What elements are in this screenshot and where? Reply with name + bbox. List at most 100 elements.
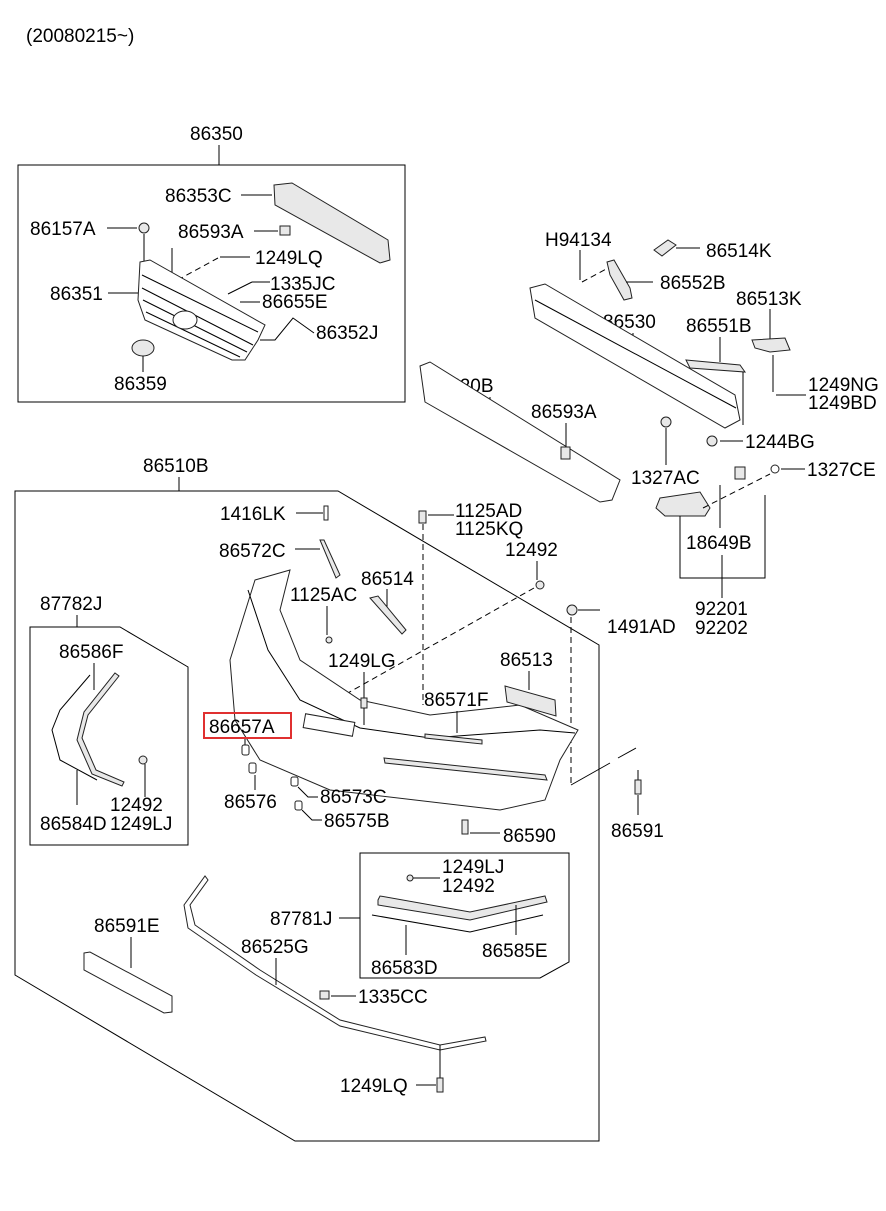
molding-shape — [377, 895, 548, 921]
bracket-shape — [751, 337, 791, 353]
lower-grille-strip-shape — [383, 757, 548, 781]
part-label-86586F[interactable]: 86586F — [59, 642, 123, 663]
emblem-shape — [131, 339, 155, 357]
part-label-1249LG[interactable]: 1249LG — [328, 651, 396, 672]
part-label-86352J[interactable]: 86352J — [316, 323, 378, 344]
part-label-86657A[interactable]: 86657A — [209, 717, 275, 738]
part-label-86513[interactable]: 86513 — [500, 650, 553, 671]
part-label-1249BD[interactable]: 1249BD — [808, 393, 877, 414]
part-label-86514[interactable]: 86514 — [361, 569, 414, 590]
bumper-cover-shape — [229, 569, 579, 811]
part-label-87782J[interactable]: 87782J — [40, 594, 102, 615]
side-molding-lh-box — [29, 626, 189, 846]
beam-edge — [534, 299, 737, 409]
part-label-86576[interactable]: 86576 — [224, 792, 277, 813]
part-label-1335CC[interactable]: 1335CC — [358, 987, 428, 1008]
part-label-1244BG[interactable]: 1244BG — [745, 432, 815, 453]
part-label-12492-lh[interactable]: 12492 — [110, 795, 163, 816]
part-label-86591[interactable]: 86591 — [611, 821, 664, 842]
part-label-92201[interactable]: 92201 — [695, 599, 748, 620]
part-label-86572C[interactable]: 86572C — [219, 541, 286, 562]
part-label-86584D[interactable]: 86584D — [40, 814, 107, 835]
bumper-contour — [247, 589, 576, 739]
part-label-86575B[interactable]: 86575B — [324, 811, 390, 832]
screw-shape — [634, 779, 642, 795]
part-label-86655E[interactable]: 86655E — [262, 292, 328, 313]
part-label-1125AD[interactable]: 1125AD — [455, 501, 522, 522]
part-label-86593A-top[interactable]: 86593A — [178, 222, 244, 243]
part-label-1125AC[interactable]: 1125AC — [290, 585, 357, 606]
plug-shape — [248, 762, 257, 774]
part-label-86593A-mid[interactable]: 86593A — [531, 402, 597, 423]
part-label-86351[interactable]: 86351 — [50, 284, 103, 305]
lower-lip-shape — [183, 875, 487, 1051]
part-label-12492-rh[interactable]: 12492 — [442, 876, 495, 897]
part-label-86514K[interactable]: 86514K — [706, 241, 772, 262]
plug-shape — [290, 776, 299, 787]
part-label-1249LQ-bot[interactable]: 1249LQ — [340, 1076, 408, 1097]
part-label-86513K[interactable]: 86513K — [736, 289, 802, 310]
molding-shape — [76, 672, 125, 787]
part-label-86525G[interactable]: 86525G — [241, 937, 309, 958]
part-label-86510B[interactable]: 86510B — [143, 456, 209, 477]
screw-shape — [461, 819, 469, 835]
part-label-1125KQ[interactable]: 1125KQ — [455, 519, 523, 540]
bumper-group-box — [14, 490, 600, 1142]
beam-bracket-shape — [606, 259, 633, 301]
date-code: (20080215~) — [26, 26, 134, 47]
grille-group-box — [17, 164, 406, 403]
part-label-86590[interactable]: 86590 — [503, 826, 556, 847]
part-label-86573C[interactable]: 86573C — [320, 787, 387, 808]
part-label-86359[interactable]: 86359 — [114, 374, 167, 395]
bolt-shape — [360, 697, 368, 709]
part-label-1491AD[interactable]: 1491AD — [607, 617, 676, 638]
part-label-86583D[interactable]: 86583D — [371, 958, 438, 979]
part-label-86585E[interactable]: 86585E — [482, 941, 548, 962]
grille-upper-bracket-shape — [273, 182, 391, 264]
clip-shape — [319, 990, 330, 1000]
stay-shape — [685, 359, 747, 373]
part-label-86551B[interactable]: 86551B — [686, 316, 752, 337]
part-label-86591E[interactable]: 86591E — [94, 916, 160, 937]
part-label-92202[interactable]: 92202 — [695, 618, 748, 639]
screw-shape — [406, 874, 414, 882]
nut-shape — [660, 416, 672, 428]
part-label-1416LK[interactable]: 1416LK — [220, 504, 286, 525]
plug-shape — [294, 800, 303, 811]
bracket-shape — [504, 685, 557, 717]
molding-shape — [371, 914, 544, 933]
part-label-86157A[interactable]: 86157A — [30, 219, 96, 240]
bolt-shape — [706, 435, 718, 447]
part-label-86350[interactable]: 86350 — [190, 124, 243, 145]
part-label-1249NG[interactable]: 1249NG — [808, 375, 879, 396]
part-label-H94134[interactable]: H94134 — [545, 230, 612, 251]
part-label-86552B[interactable]: 86552B — [660, 273, 726, 294]
fog-lamp-group: 18649B 92201 92202 — [655, 466, 771, 639]
leader-line — [570, 747, 637, 786]
energy-absorber-shape — [419, 361, 621, 503]
part-label-1327AC[interactable]: 1327AC — [631, 468, 700, 489]
part-label-18649B[interactable]: 18649B — [686, 533, 752, 554]
grille-assembly-group: 86350 86353C 86157A 86593A 1249LQ 86351 … — [17, 124, 406, 403]
grille-strip-shape — [424, 733, 483, 745]
spring-nut-shape — [279, 225, 291, 236]
fog-lamp-socket-shape — [734, 466, 746, 480]
part-label-86353C[interactable]: 86353C — [165, 186, 232, 207]
screw-shape — [138, 755, 148, 765]
side-molding-rh-box — [359, 852, 570, 979]
part-label-1327CE[interactable]: 1327CE — [807, 460, 876, 481]
leader-line — [297, 786, 318, 798]
bracket-shape — [653, 239, 677, 257]
part-label-86571F[interactable]: 86571F — [424, 690, 488, 711]
part-label-12492-mid[interactable]: 12492 — [505, 540, 558, 561]
front-bumper-beam-shape — [529, 283, 741, 429]
part-label-1249LJ-rh[interactable]: 1249LJ — [442, 857, 504, 878]
part-label-1249LJ-lh[interactable]: 1249LJ — [110, 814, 172, 835]
part-label-87781J[interactable]: 87781J — [270, 909, 332, 930]
leader-line — [260, 317, 315, 341]
part-label-1335JC[interactable]: 1335JC — [270, 274, 336, 295]
part-label-1249LQ-top[interactable]: 1249LQ — [255, 248, 323, 269]
spring-nut-shape — [560, 446, 571, 460]
bolt-shape — [418, 510, 427, 524]
